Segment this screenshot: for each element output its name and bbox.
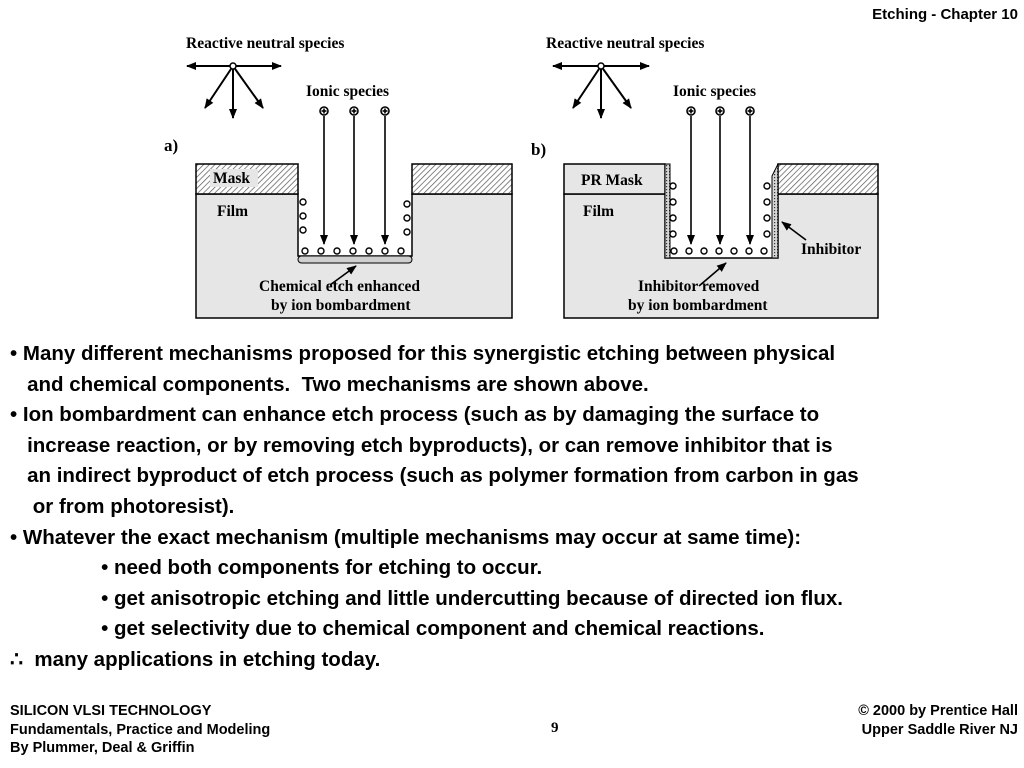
reactive-neutral-arrows-b bbox=[552, 62, 650, 119]
footer-book-info: SILICON VLSI TECHNOLOGY Fundamentals, Pr… bbox=[10, 702, 270, 758]
enhanced-etch-region bbox=[297, 255, 413, 264]
caption-b-line2: by ion bombardment bbox=[628, 297, 768, 314]
neutral-species-a bbox=[299, 198, 411, 255]
reactive-neutral-arrows-a bbox=[186, 62, 282, 119]
body-line: an indirect byproduct of etch process (s… bbox=[10, 464, 859, 488]
page-number: 9 bbox=[551, 720, 559, 736]
panel-a: Reactive neutral species Ionic species a… bbox=[164, 35, 513, 319]
inhibitor-label: Inhibitor bbox=[801, 241, 861, 258]
caption-a-line2: by ion bombardment bbox=[271, 297, 411, 314]
pr-mask-left-b bbox=[563, 163, 666, 195]
panel-label-b: b) bbox=[531, 140, 546, 159]
body-line: ∴ many applications in etching today. bbox=[10, 647, 381, 671]
body-line: • get selectivity due to chemical compon… bbox=[10, 617, 765, 641]
reactive-neutral-label-b: Reactive neutral species bbox=[546, 35, 704, 52]
body-line: increase reaction, or by removing etch b… bbox=[10, 433, 833, 457]
body-line: • get anisotropic etching and little und… bbox=[10, 586, 843, 610]
footer-right-line1: © 2000 by Prentice Hall bbox=[858, 703, 1018, 719]
body-line: • Many different mechanisms proposed for… bbox=[10, 342, 836, 365]
body-line: • Ion bombardment can enhance etch proce… bbox=[10, 403, 820, 427]
body-line: and chemical components. Two mechanisms … bbox=[10, 372, 649, 396]
pr-mask-right-b bbox=[777, 163, 879, 195]
chapter-header: Etching - Chapter 10 bbox=[872, 6, 1018, 23]
body-line: • need both components for etching to oc… bbox=[10, 556, 543, 580]
film-label-a: Film bbox=[217, 203, 248, 220]
neutral-species-b bbox=[669, 182, 771, 255]
body-line: • Whatever the exact mechanism (multiple… bbox=[10, 525, 802, 549]
mask-label-a: Mask bbox=[213, 170, 250, 187]
footer-left-line3: By Plummer, Deal & Griffin bbox=[10, 740, 195, 756]
film-label-b: Film bbox=[583, 203, 614, 220]
caption-a-line1: Chemical etch enhanced bbox=[259, 278, 420, 295]
footer-left-line1: SILICON VLSI TECHNOLOGY bbox=[10, 703, 212, 719]
reactive-neutral-label-a: Reactive neutral species bbox=[186, 35, 344, 52]
ionic-species-label-a: Ionic species bbox=[306, 83, 389, 100]
etching-mechanisms-figure: Reactive neutral species Ionic species a… bbox=[164, 35, 879, 319]
panel-b: Reactive neutral species Ionic species b… bbox=[531, 35, 879, 319]
ion-arrows-b bbox=[686, 106, 755, 245]
ion-arrows-a bbox=[319, 106, 390, 245]
slide-body-text: • Many different mechanisms proposed for… bbox=[10, 339, 1024, 676]
panel-label-a: a) bbox=[164, 136, 178, 155]
footer-copyright: © 2000 by Prentice Hall Upper Saddle Riv… bbox=[858, 702, 1018, 739]
inhibitor-left-wall bbox=[664, 163, 671, 259]
mask-right-a bbox=[411, 163, 513, 195]
mask-label-b: PR Mask bbox=[581, 172, 643, 189]
footer-left-line2: Fundamentals, Practice and Modeling bbox=[10, 721, 271, 738]
body-line: or from photoresist). bbox=[10, 494, 235, 518]
inhibitor-right-wall bbox=[771, 163, 779, 259]
footer-right-line2: Upper Saddle River NJ bbox=[861, 721, 1018, 738]
ionic-species-label-b: Ionic species bbox=[673, 83, 756, 100]
caption-b-line1: Inhibitor removed bbox=[638, 278, 760, 295]
